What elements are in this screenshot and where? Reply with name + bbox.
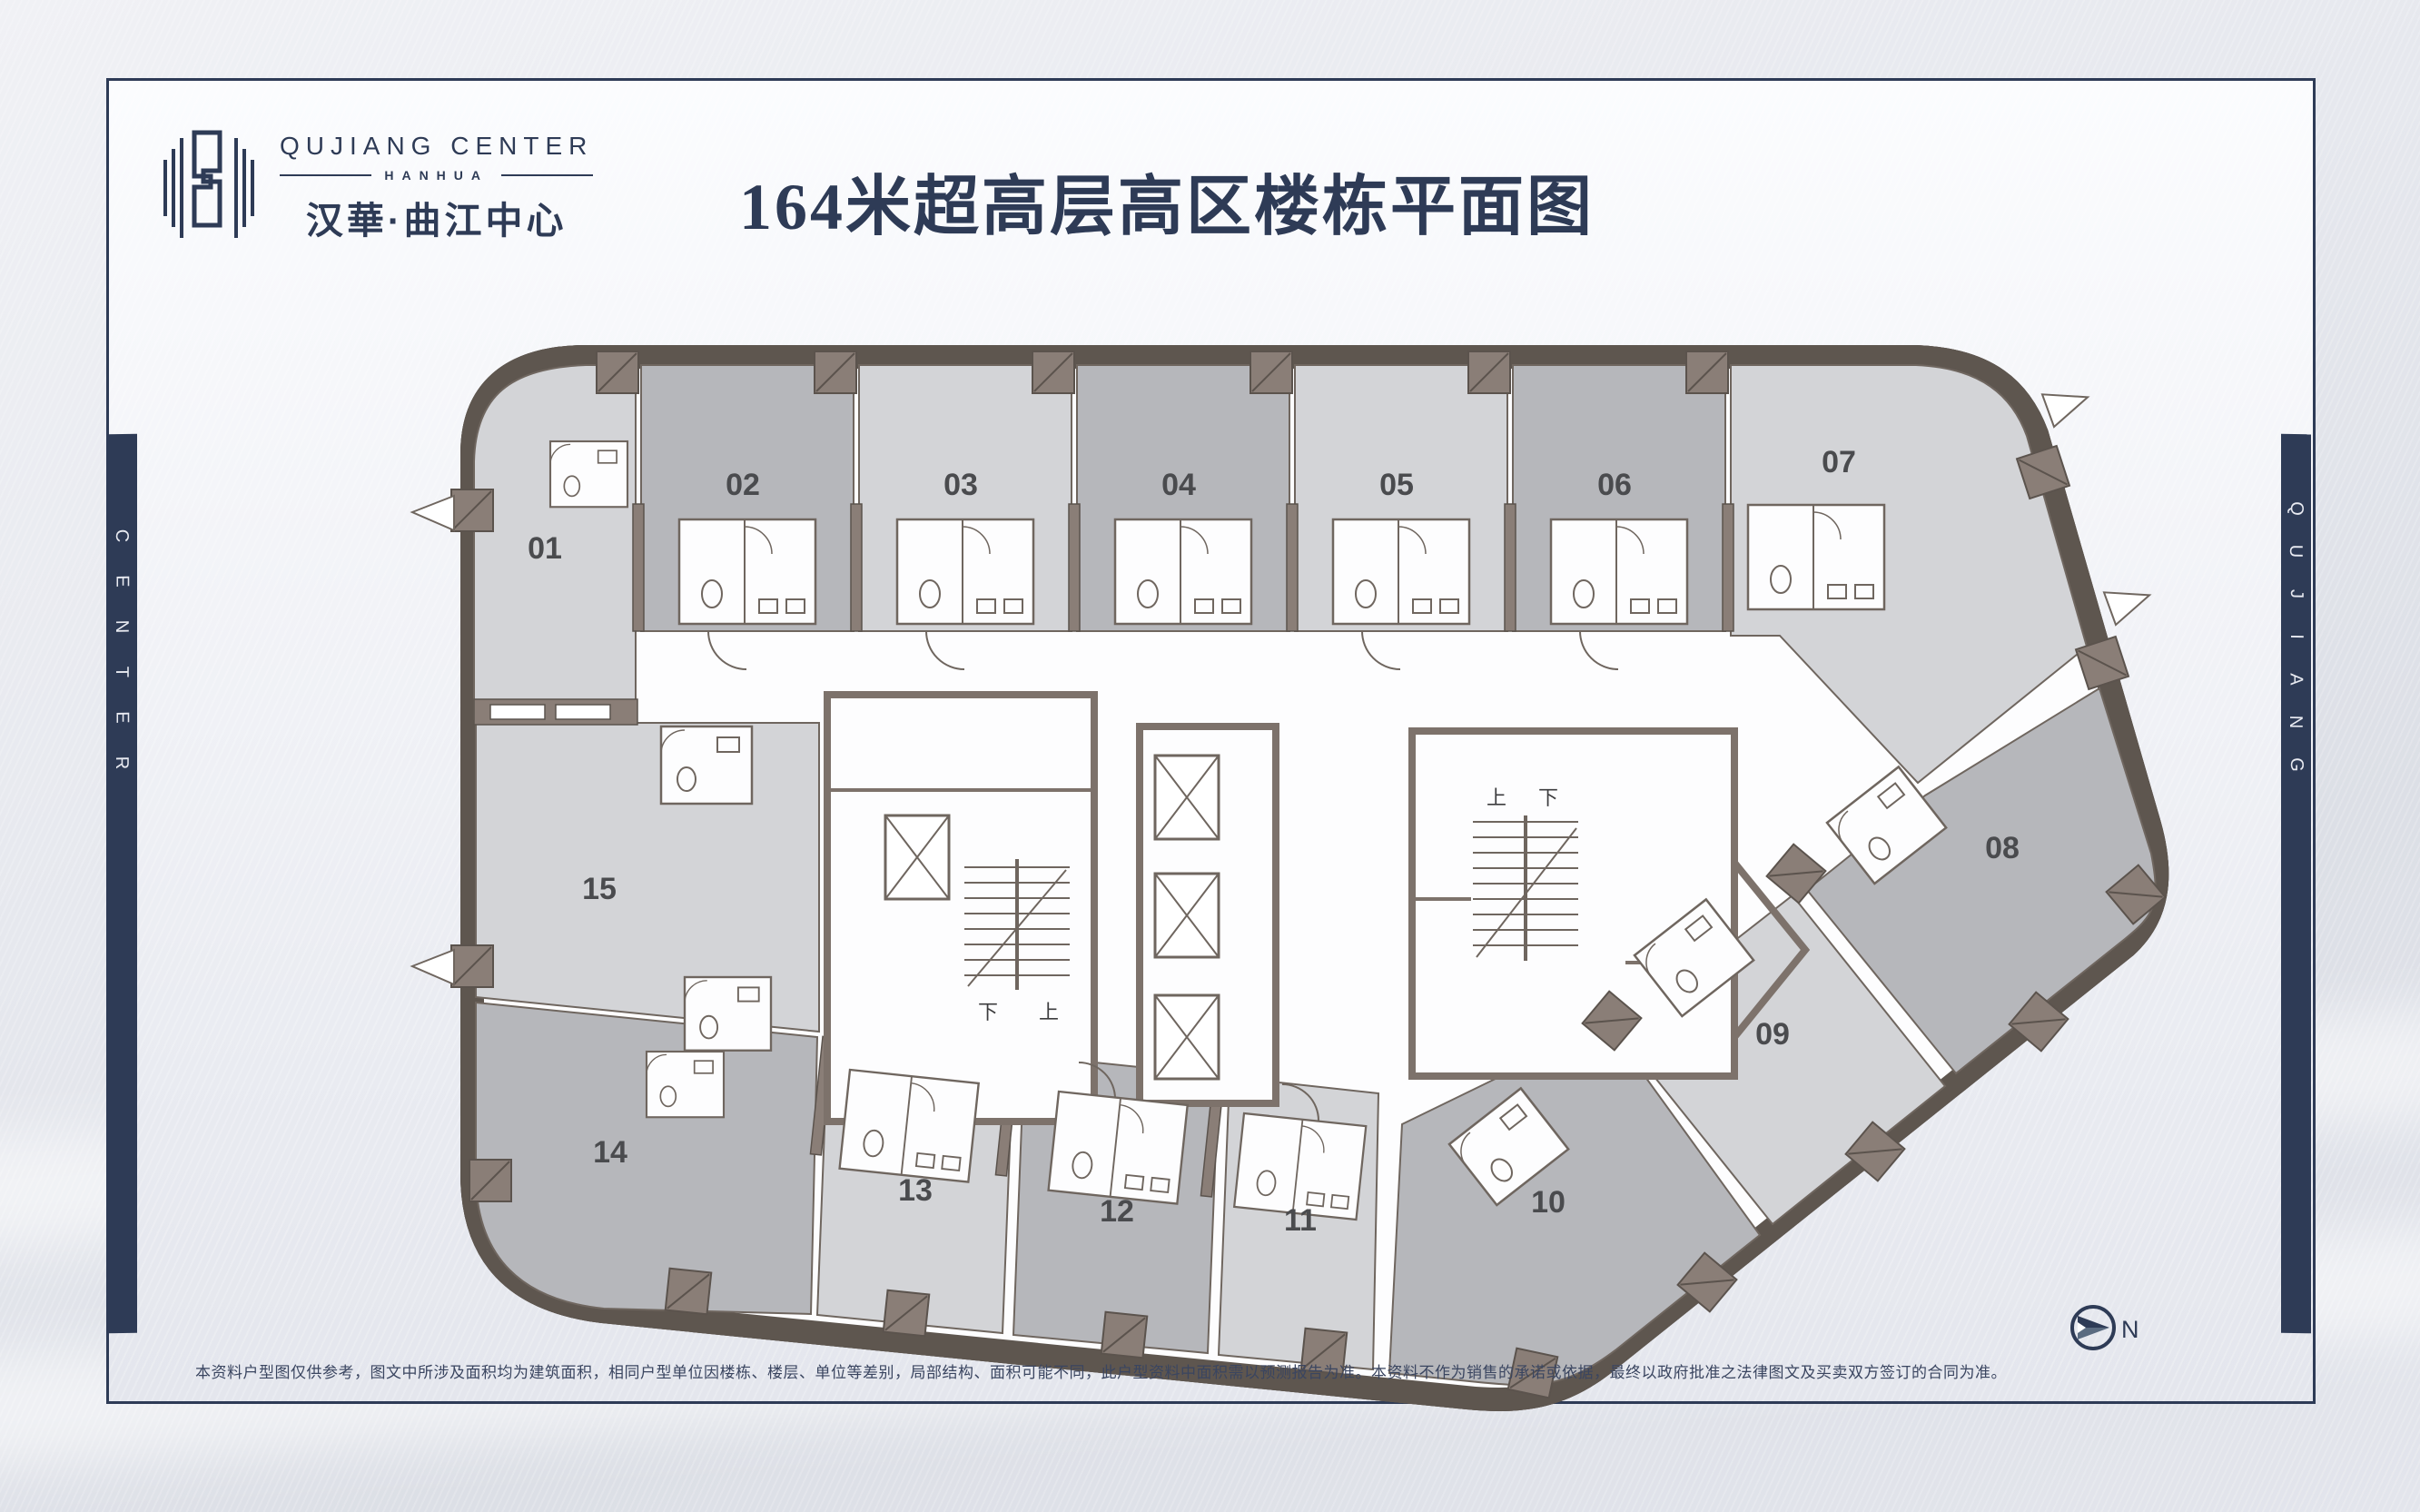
ribbon-letter: A	[2286, 673, 2306, 686]
ribbon-letter: U	[2286, 544, 2306, 558]
ribbon-letter: N	[2286, 715, 2306, 729]
ribbon-letter: G	[2286, 757, 2306, 772]
disclaimer-text: 本资料户型图仅供参考，图文中所涉及面积均为建筑面积，相同户型单位因楼栋、楼层、单…	[195, 1364, 2007, 1381]
right-ribbon: Q U J I A N G	[2281, 433, 2311, 1334]
divider-line	[501, 174, 594, 176]
ribbon-letter: E	[112, 711, 133, 724]
ribbon-letter: I	[2286, 634, 2306, 639]
ribbon-letter: J	[2286, 588, 2306, 599]
ribbon-letter: Q	[2286, 501, 2306, 516]
left-ribbon-text: C E N T E R	[112, 434, 133, 772]
building-mark-icon	[163, 130, 254, 238]
ribbon-letter: C	[112, 529, 133, 543]
brand-logo: QUJIANG CENTER HANHUA 汉華·曲江中心	[162, 129, 594, 247]
ribbon-letter: N	[112, 619, 133, 634]
left-ribbon: C E N T E R	[107, 433, 137, 1334]
page-title: 164米超高层高区楼栋平面图	[738, 171, 1595, 243]
ribbon-letter: T	[112, 666, 133, 678]
logo-name-en: QUJIANG CENTER	[280, 132, 594, 160]
poster-border-frame	[106, 78, 2316, 1404]
divider-line	[280, 174, 372, 176]
logo-divider: HANHUA	[280, 168, 594, 183]
right-ribbon-text: Q U J I A N G	[2286, 434, 2306, 774]
ribbon-letter: R	[112, 756, 133, 770]
logo-name-sub: HANHUA	[384, 168, 489, 183]
logo-name-cn: 汉華·曲江中心	[305, 200, 568, 242]
ribbon-letter: E	[112, 575, 133, 588]
